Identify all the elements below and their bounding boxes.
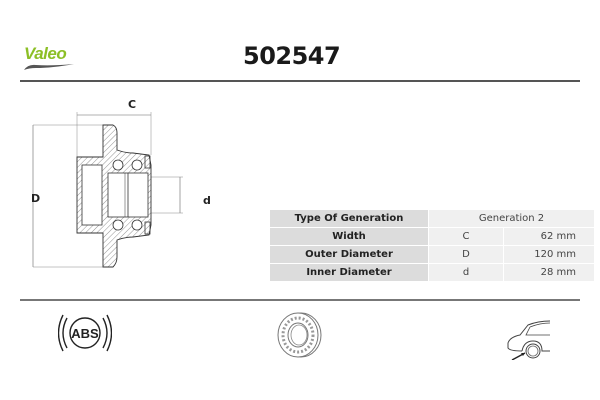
svg-text:ABS: ABS <box>71 326 99 341</box>
rear-axle-position-icon <box>507 320 551 360</box>
spec-value: 28 mm <box>503 264 594 282</box>
header-divider <box>20 80 580 82</box>
spec-symbol: d <box>428 264 503 282</box>
spec-value: 62 mm <box>503 228 594 246</box>
spec-value: Generation 2 <box>428 210 594 228</box>
table-row: Type Of Generation Generation 2 <box>270 210 594 228</box>
spec-label: Inner Diameter <box>270 264 428 282</box>
specs-table: Type Of Generation Generation 2 Width C … <box>270 210 594 282</box>
spec-symbol: D <box>428 246 503 264</box>
footer-divider <box>20 299 580 301</box>
dimension-label-outer-diameter: D <box>31 192 41 205</box>
table-row: Inner Diameter d 28 mm <box>270 264 594 282</box>
dimension-label-width: C <box>128 98 137 111</box>
table-row: Width C 62 mm <box>270 228 594 246</box>
ball-bearing-icon <box>277 312 322 358</box>
wheel-bearing-cross-section-drawing <box>32 112 183 268</box>
spec-label: Outer Diameter <box>270 246 428 264</box>
spec-symbol: C <box>428 228 503 246</box>
spec-label: Width <box>270 228 428 246</box>
spec-label: Type Of Generation <box>270 210 428 228</box>
part-number: 502547 <box>243 42 341 70</box>
valeo-logo-swoosh-icon <box>24 64 74 70</box>
dimension-label-inner-diameter: d <box>203 194 211 207</box>
abs-icon: ABS <box>58 314 112 352</box>
table-row: Outer Diameter D 120 mm <box>270 246 594 264</box>
spec-value: 120 mm <box>503 246 594 264</box>
brand-logo: Valeo <box>24 44 67 63</box>
